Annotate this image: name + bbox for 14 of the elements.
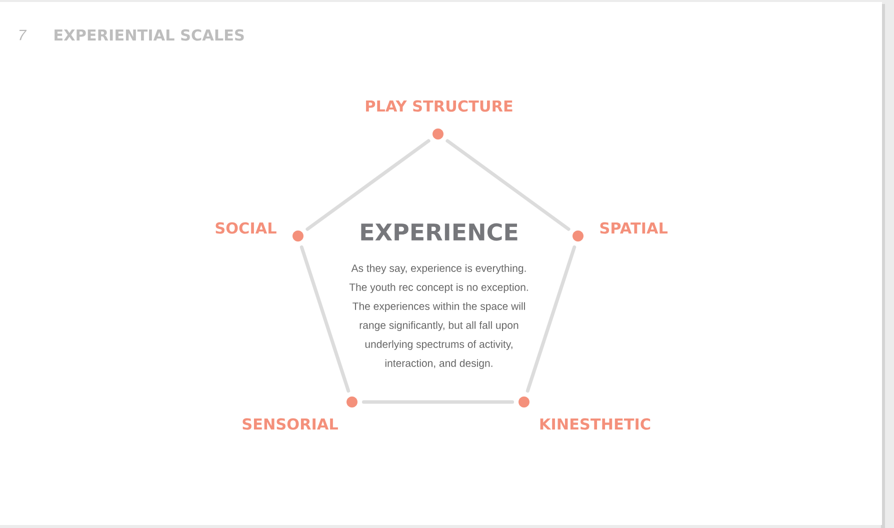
body-paragraph: As they say, experience is everything. The youth rec concept is no exception. The experiences within the space will range significantly, but all fall upon underlying spectrums of activity, interaction, and design. — [349, 264, 528, 369]
vertex-label: SENSORIAL — [242, 418, 338, 430]
page-number: 7 — [19, 30, 27, 40]
connector-line — [446, 139, 570, 231]
vertex-label: SPATIAL — [600, 222, 668, 234]
vertex-label: KINESTHETIC — [540, 418, 650, 430]
center-heading: EXPERIENCE — [361, 223, 518, 241]
vertex-label: PLAY STRUCTURE — [366, 100, 512, 112]
connector-line — [362, 400, 514, 404]
vertex-label: SOCIAL — [216, 222, 276, 234]
page-title: EXPERIENTIAL SCALES — [54, 29, 244, 41]
connector-line — [306, 139, 430, 231]
connector-line — [526, 245, 576, 393]
connector-line — [300, 245, 350, 393]
